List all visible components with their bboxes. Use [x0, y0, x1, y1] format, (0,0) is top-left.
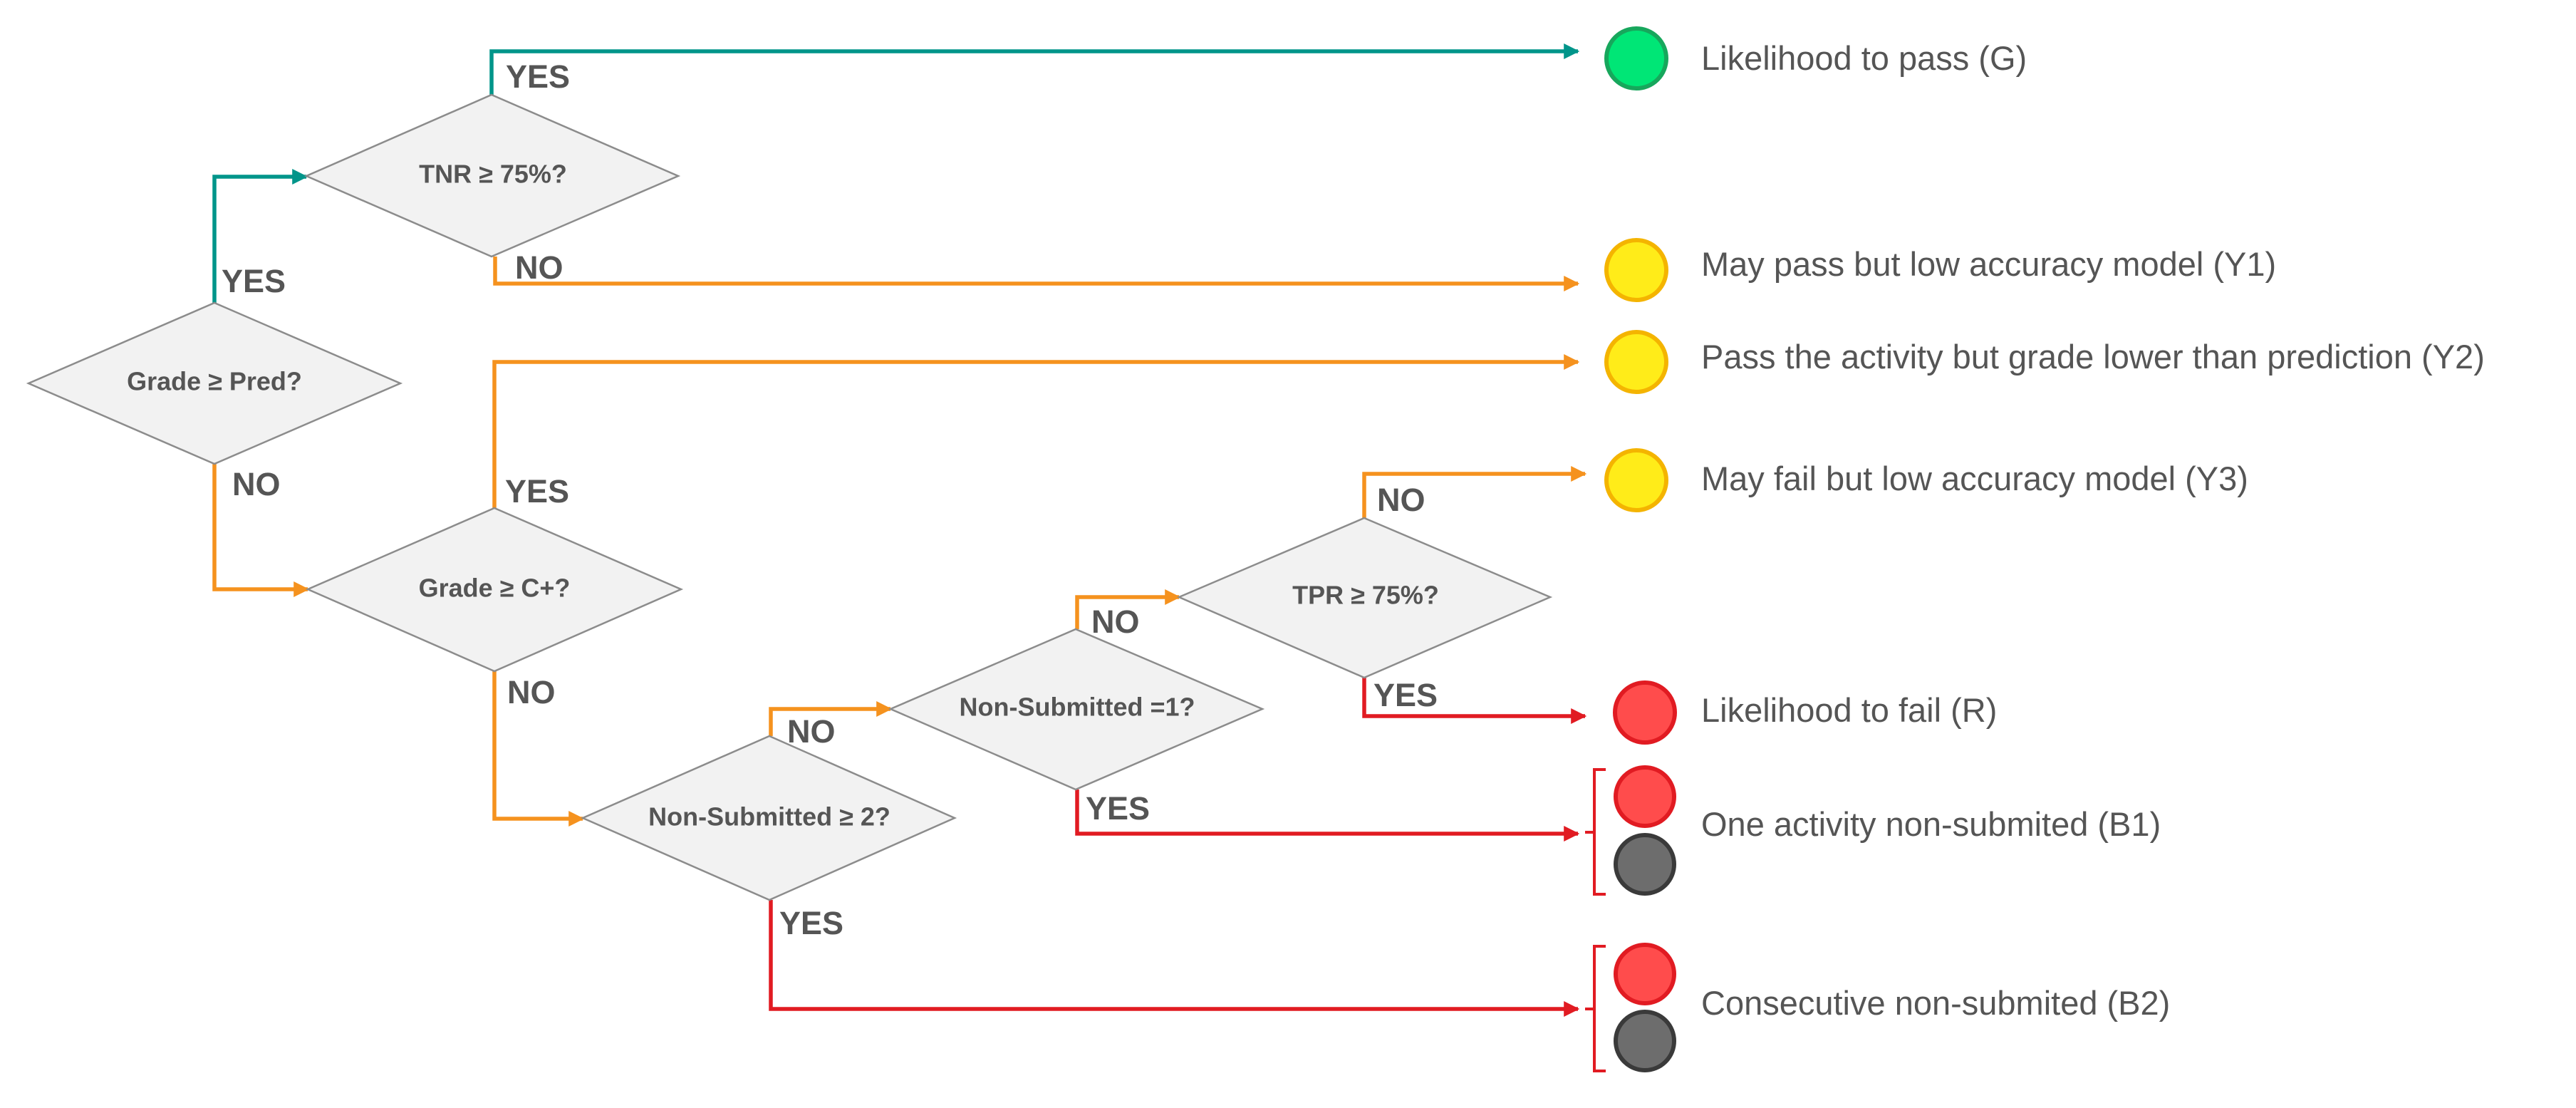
outcome-labels: Likelihood to pass (G) May pass but low … [1701, 39, 2485, 1022]
edge-grade-pred-yes [212, 169, 308, 303]
branch-label-non-sub-2-yes: YES [779, 905, 843, 941]
outcome-label-y2: Pass the activity but grade lower than p… [1701, 338, 2485, 376]
decision-non-submitted-1: Non-Submitted =1? [888, 628, 1265, 791]
red-light-icon [1613, 680, 1677, 745]
edge-non-sub-2-yes [769, 900, 1580, 1017]
yellow-light-icon [1604, 330, 1668, 394]
edge-non-sub-1-no [1075, 589, 1181, 629]
bracket-b2 [1585, 945, 1606, 1072]
edge-tpr-yes [1362, 678, 1587, 724]
decision-non-submitted-2: Non-Submitted ≥ 2? [580, 735, 957, 901]
decision-shape [303, 93, 681, 258]
decision-shape [888, 628, 1265, 791]
branch-label-tnr-no: NO [515, 249, 564, 286]
decision-tnr: TNR ≥ 75%? [303, 93, 681, 258]
red-light-icon [1614, 943, 1676, 1005]
branch-label-grade-pred-yes: YES [222, 263, 286, 299]
decision-shape [305, 507, 684, 673]
edge-grade-c-no [492, 671, 585, 827]
red-light-icon [1614, 765, 1676, 828]
decision-label: TNR ≥ 75%? [419, 160, 567, 189]
yellow-light-icon [1604, 238, 1668, 302]
edge-tnr-no [493, 257, 1580, 291]
yellow-light-icon [1604, 448, 1668, 512]
decision-shape [1176, 517, 1553, 679]
edges [212, 43, 1587, 1017]
outcome-label-b2: Consecutive non-submited (B2) [1701, 984, 2170, 1022]
edge-grade-pred-no [212, 464, 310, 597]
decision-grade-c: Grade ≥ C+? [305, 507, 684, 673]
branch-label-tnr-yes: YES [506, 58, 570, 95]
outcome-label-y3: May fail but low accuracy model (Y3) [1701, 460, 2248, 497]
gray-light-icon [1614, 1010, 1676, 1072]
branch-label-non-sub-1-yes: YES [1086, 790, 1150, 827]
decision-grade-pred: Grade ≥ Pred? [26, 301, 403, 465]
branch-label-grade-c-yes: YES [505, 473, 569, 509]
outcome-label-b1: One activity non-submited (B1) [1701, 805, 2161, 843]
branch-label-tpr-yes: YES [1373, 677, 1438, 713]
outcome-label-g: Likelihood to pass (G) [1701, 39, 2027, 77]
edge-tnr-yes [489, 43, 1580, 95]
branch-labels: YES NO YES NO YES NO NO YES NO YES NO YE… [222, 58, 1438, 941]
decision-tpr: TPR ≥ 75%? [1176, 517, 1553, 679]
branch-label-grade-pred-no: NO [232, 466, 281, 502]
gray-light-icon [1614, 833, 1676, 896]
green-light-icon [1604, 26, 1668, 90]
decision-label: Grade ≥ Pred? [127, 367, 302, 396]
branch-label-grade-c-no: NO [507, 674, 556, 710]
edge-non-sub-1-yes [1075, 789, 1580, 842]
edge-tpr-no [1362, 466, 1587, 518]
edge-non-sub-2-no [769, 701, 893, 736]
outcome-label-r: Likelihood to fail (R) [1701, 691, 1997, 729]
decision-label: Non-Submitted =1? [960, 693, 1195, 722]
bracket-b1 [1585, 768, 1606, 896]
outcome-lights [1604, 26, 1677, 1072]
decision-shape [580, 735, 957, 901]
edge-grade-c-yes [492, 354, 1580, 508]
outcome-label-y1: May pass but low accuracy model (Y1) [1701, 245, 2276, 283]
branch-label-non-sub-1-no: NO [1091, 604, 1140, 640]
decision-label: Non-Submitted ≥ 2? [648, 802, 890, 832]
branch-label-tpr-no: NO [1377, 482, 1425, 518]
branch-label-non-sub-2-no: NO [787, 713, 836, 750]
decision-shape [26, 301, 403, 465]
decision-label: TPR ≥ 75%? [1292, 581, 1439, 610]
decision-label: Grade ≥ C+? [419, 574, 571, 603]
